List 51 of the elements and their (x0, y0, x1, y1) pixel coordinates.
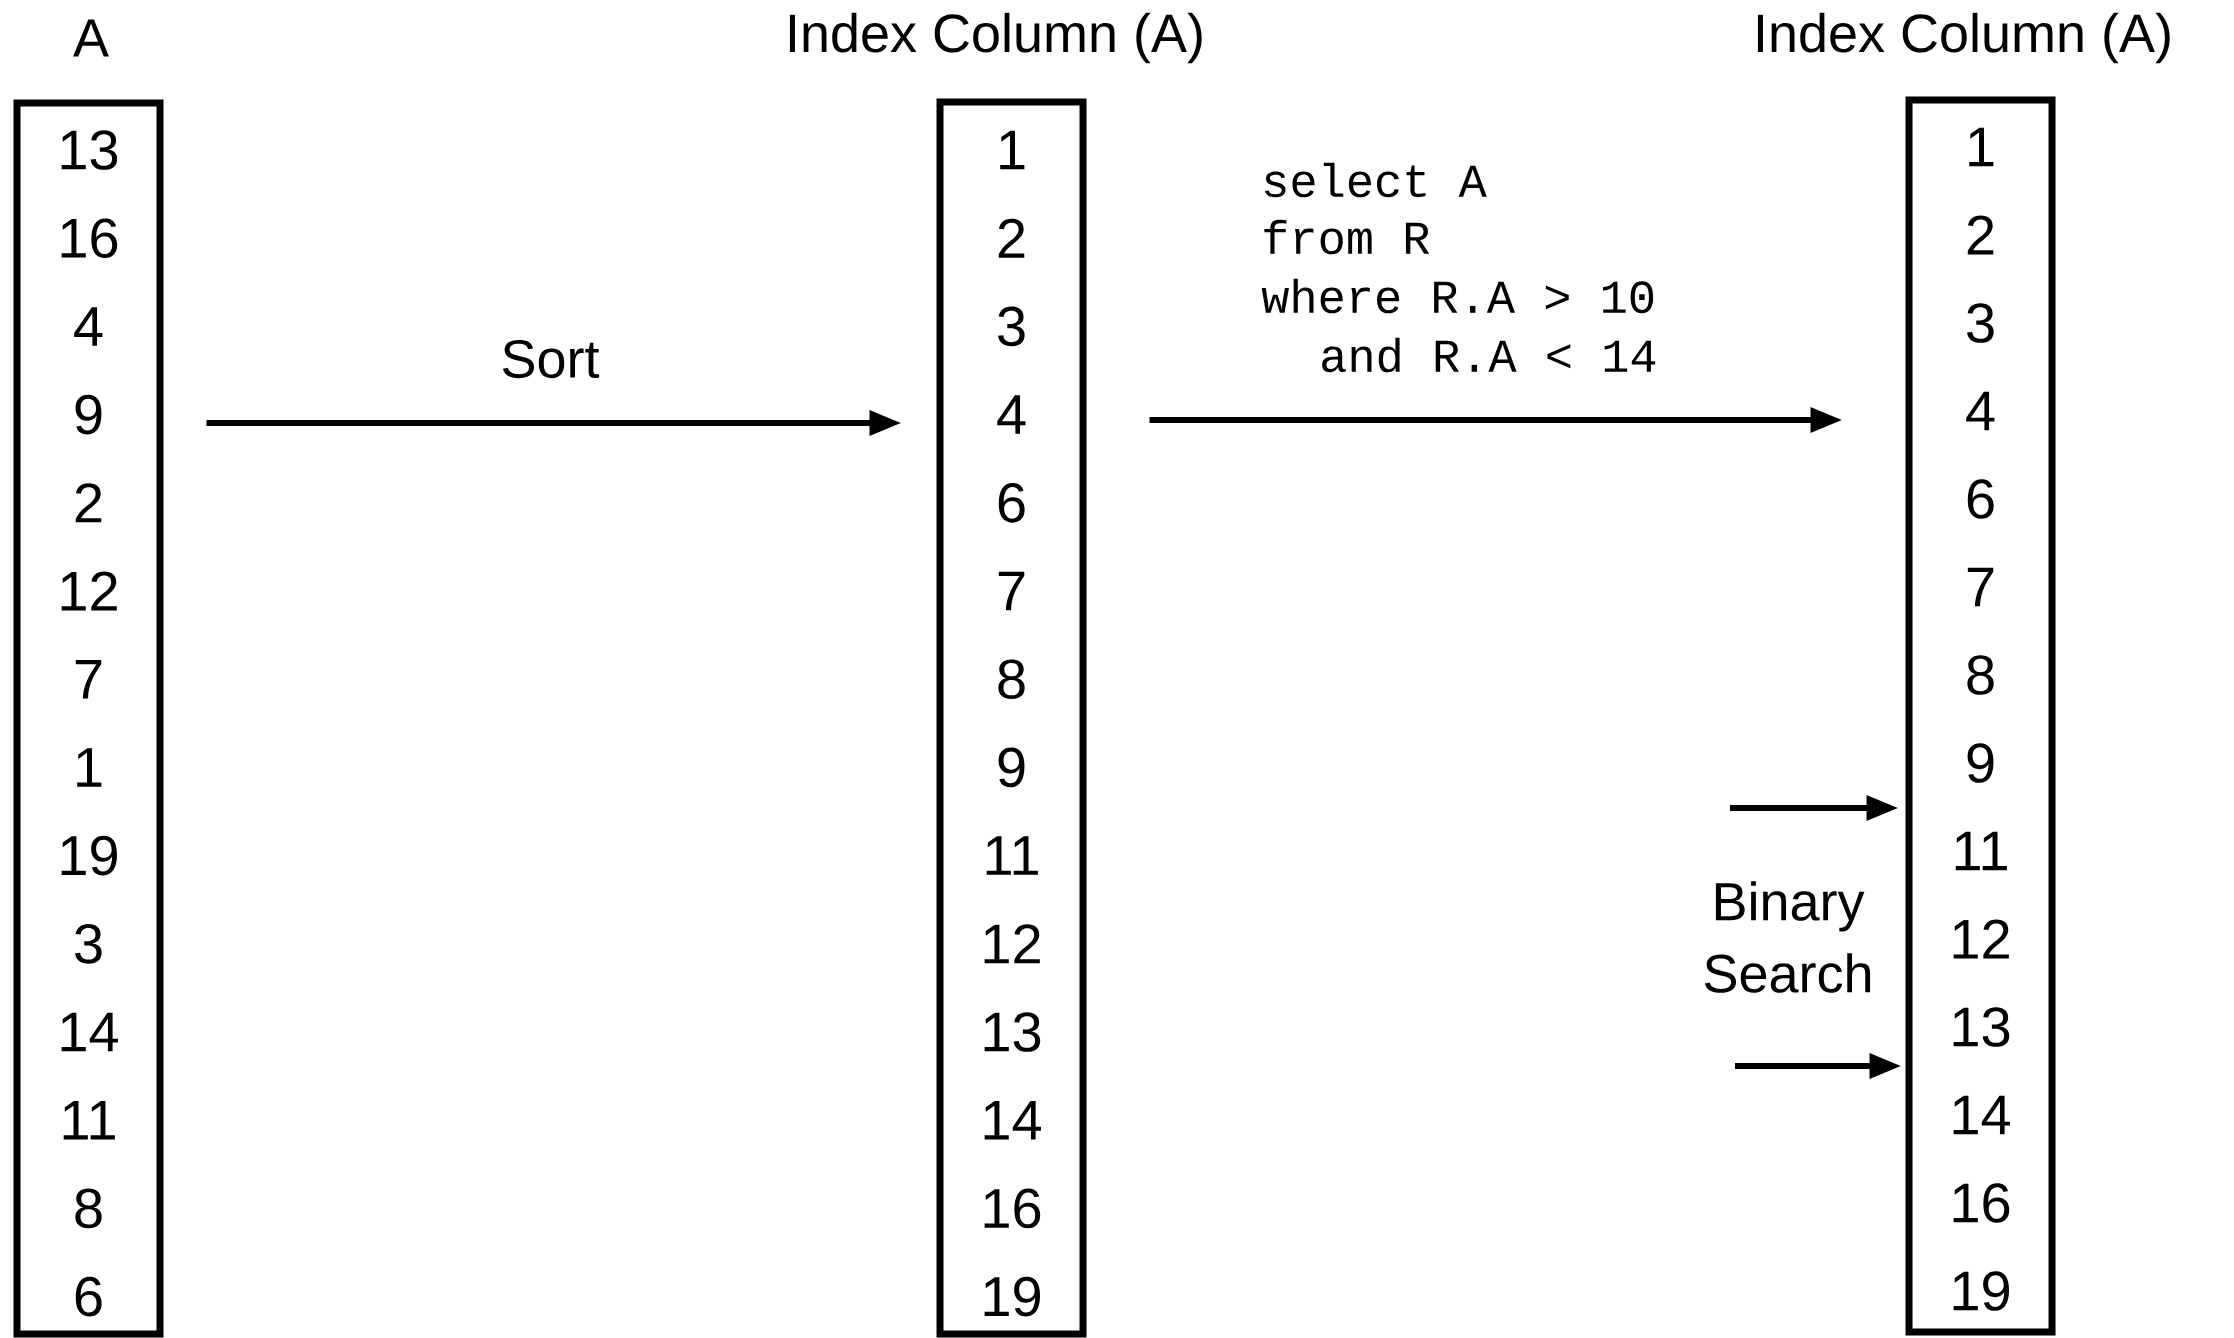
cell-value: 11 (986, 836, 1038, 875)
cell-value: 19 (61, 835, 117, 876)
cell-value: 11 (1955, 831, 2007, 871)
cell-value: 6 (1967, 479, 1994, 519)
cell-value: 1 (77, 748, 102, 787)
cell-value: 16 (1953, 1183, 2010, 1223)
column-heading: A (73, 19, 109, 57)
cell-value: 8 (75, 1188, 102, 1229)
cell-value: 1 (1969, 127, 1994, 167)
cell-value: 8 (998, 659, 1025, 700)
annotation-text: Binary Search (1704, 881, 1871, 993)
cell-value: 3 (998, 306, 1025, 347)
cell-value: 9 (998, 747, 1025, 788)
column-heading: Index Column (A) (789, 12, 1202, 64)
cell-value: 12 (61, 571, 117, 611)
cell-value: 2 (998, 218, 1025, 258)
cell-value: 16 (61, 218, 118, 259)
cell-value: 1 (1000, 130, 1025, 170)
cell-value: 14 (1953, 1095, 2010, 1135)
cell-value: 19 (1953, 1271, 2009, 1311)
cell-value: 6 (998, 483, 1025, 523)
cell-value: 14 (61, 1012, 118, 1052)
cell-value: 19 (984, 1276, 1040, 1317)
cell-value: 8 (1967, 655, 1994, 695)
query-text: and R.A < 14 (1322, 337, 1656, 373)
cell-value: 7 (998, 571, 1025, 611)
edge-label: Sort (498, 337, 602, 381)
cell-value: 12 (1953, 919, 2009, 959)
cell-value: 4 (74, 307, 103, 346)
cell-value: 3 (1967, 303, 1994, 343)
cell-value: 16 (984, 1188, 1041, 1229)
cell-value: 6 (75, 1276, 102, 1317)
cell-value: 7 (75, 659, 102, 699)
cell-value: 13 (1953, 1007, 2010, 1047)
column-heading: Index Column (A) (1757, 12, 2170, 64)
cell-value: 4 (997, 395, 1026, 434)
cell-value: 4 (1966, 391, 1995, 431)
cell-value: 7 (1967, 567, 1994, 607)
cell-value: 9 (75, 394, 102, 435)
cell-value: 12 (984, 924, 1040, 964)
cell-value: 2 (1967, 215, 1994, 255)
cell-value: 2 (75, 483, 102, 523)
query-text: from R (1264, 219, 1430, 255)
query-text: select A (1265, 162, 1487, 198)
query-text: where R.A > 10 (1261, 278, 1654, 314)
cell-value: 14 (984, 1100, 1041, 1140)
cell-value: 3 (75, 924, 102, 964)
cell-value: 9 (1967, 743, 1994, 783)
cell-value: 11 (63, 1100, 115, 1140)
cell-value: 13 (61, 130, 118, 170)
cell-value: 13 (984, 1012, 1041, 1052)
